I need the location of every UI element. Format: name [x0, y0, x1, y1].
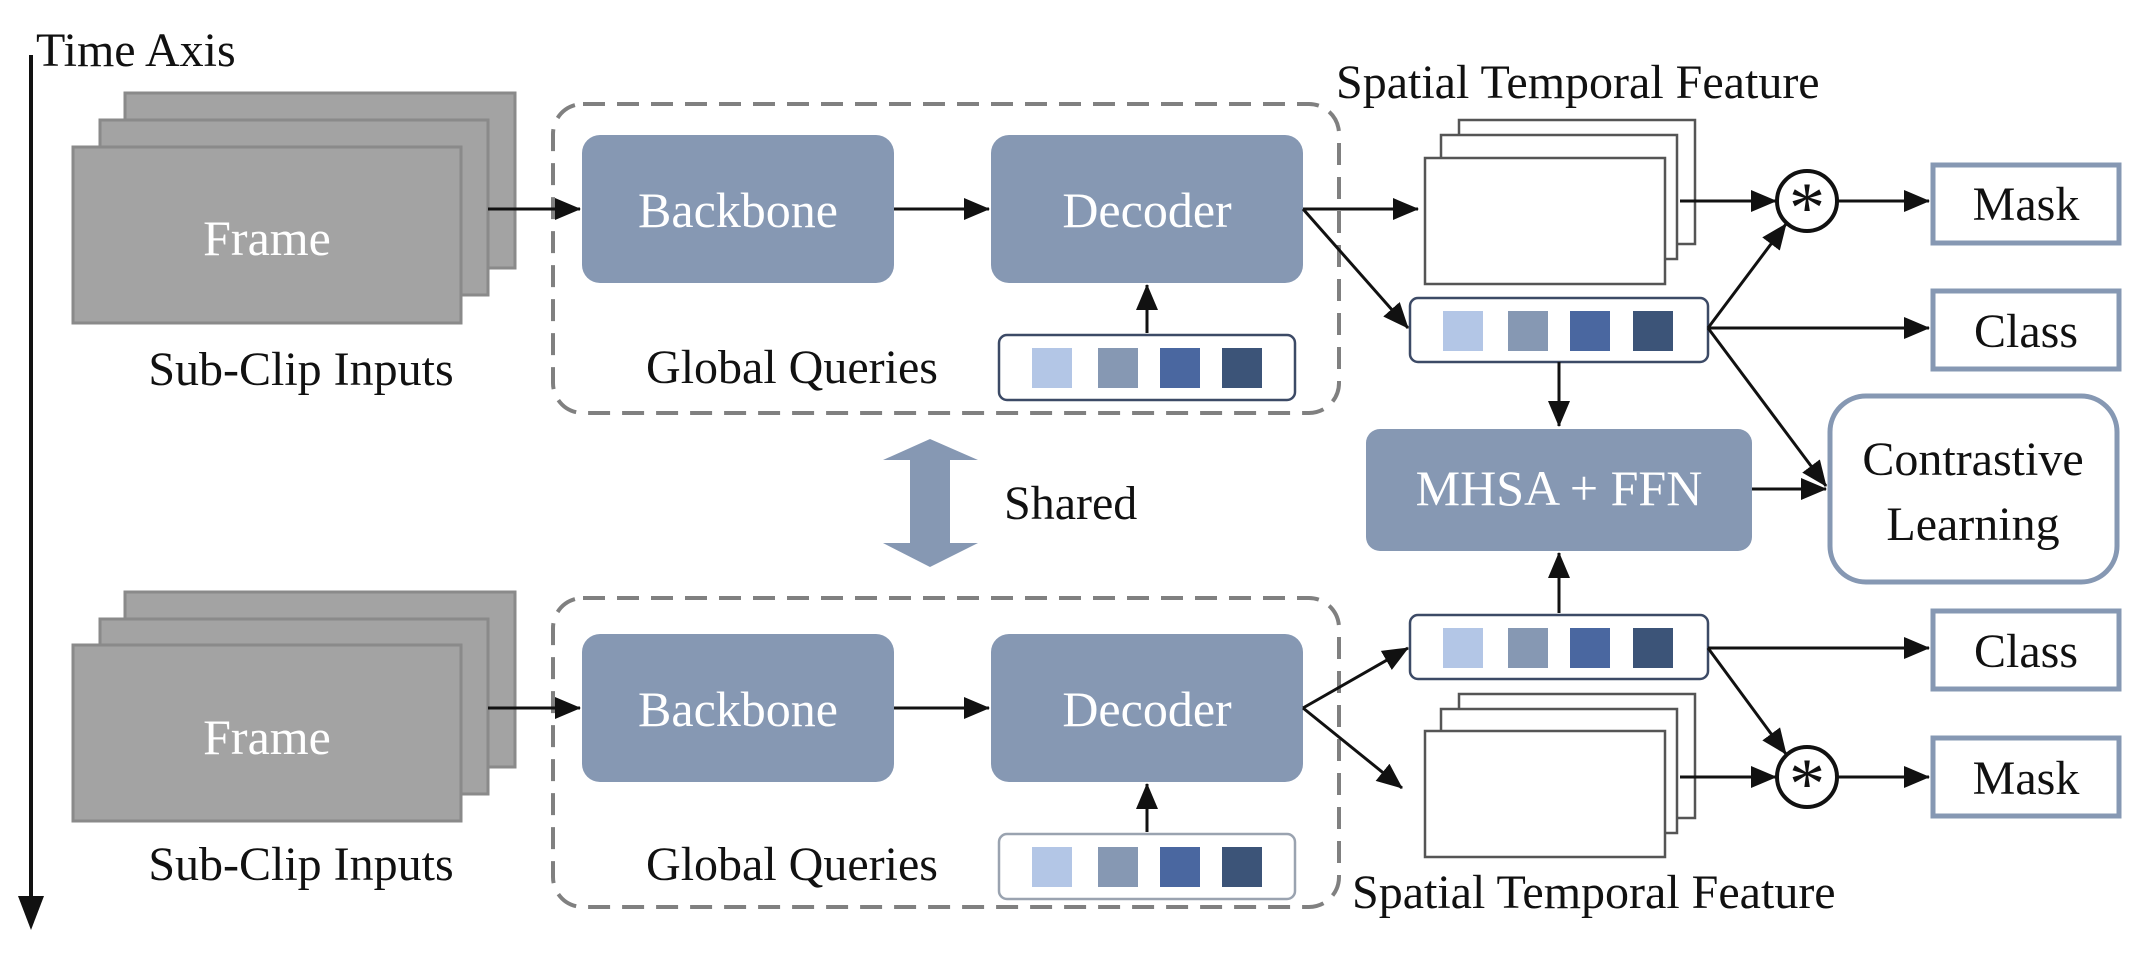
time-axis-label: Time Axis	[36, 24, 236, 77]
arrow-decoder-to-queries-bottom	[1302, 646, 1409, 710]
shared-label: Shared	[1004, 477, 1137, 530]
backbone-label: Backbone	[638, 182, 838, 238]
bottom-class-output	[1930, 608, 2122, 692]
arrow-queries-to-conv-bottom	[1706, 647, 1788, 755]
decoder-label: Decoder	[1062, 681, 1232, 737]
arrow-decoder-to-feature-bottom	[1302, 706, 1403, 790]
arrow-decoder-to-queries-top	[1301, 208, 1410, 329]
top-global-queries	[997, 333, 1297, 402]
spatial-temporal-feature-label: Spatial Temporal Feature	[1352, 866, 1836, 919]
top-shared-module-box	[551, 102, 1341, 415]
top-class-output	[1930, 288, 2122, 372]
bottom-feature-stack	[1423, 692, 1697, 859]
time-axis-arrowhead	[18, 896, 44, 930]
bottom-frame-stack: Frame	[71, 590, 517, 823]
conv-symbol-bottom: *	[1789, 744, 1825, 824]
conv-symbol-top: *	[1789, 168, 1825, 248]
contrastive-label-line2: Learning	[1886, 498, 2059, 551]
global-queries-label: Global Queries	[646, 341, 938, 394]
bottom-decoder-block	[991, 634, 1303, 782]
top-decoder-block	[991, 135, 1303, 283]
bottom-backbone-block	[582, 634, 894, 782]
frame-label: Frame	[203, 210, 331, 266]
sub-clip-inputs-label: Sub-Clip Inputs	[148, 343, 453, 396]
spatial-temporal-feature-label: Spatial Temporal Feature	[1336, 56, 1820, 109]
class-label: Class	[1974, 305, 2078, 358]
bottom-global-queries	[997, 832, 1297, 901]
bottom-query-embedding	[1408, 613, 1710, 681]
arrow-queries-to-conv-top	[1706, 223, 1788, 329]
bottom-shared-module-box	[551, 596, 1341, 909]
sub-clip-inputs-label: Sub-Clip Inputs	[148, 838, 453, 891]
mask-label: Mask	[1973, 178, 2080, 231]
arrow-queries-to-contrastive	[1706, 327, 1828, 487]
mhsa-ffn-label: MHSA + FFN	[1416, 460, 1703, 516]
top-feature-stack	[1423, 118, 1697, 286]
top-backbone-block	[582, 135, 894, 283]
shared-double-arrow	[883, 439, 978, 567]
decoder-label: Decoder	[1062, 182, 1232, 238]
class-label: Class	[1974, 625, 2078, 678]
bottom-mask-output	[1930, 735, 2122, 819]
top-mask-output	[1930, 162, 2122, 246]
mask-label: Mask	[1973, 752, 2080, 805]
contrastive-learning-box	[1827, 393, 2120, 585]
frame-label: Frame	[203, 709, 331, 765]
mhsa-ffn-block	[1366, 429, 1752, 551]
contrastive-label-line1: Contrastive	[1862, 433, 2083, 486]
global-queries-label: Global Queries	[646, 838, 938, 891]
top-frame-stack: Frame	[71, 91, 517, 325]
top-query-embedding	[1408, 296, 1710, 364]
backbone-label: Backbone	[638, 681, 838, 737]
